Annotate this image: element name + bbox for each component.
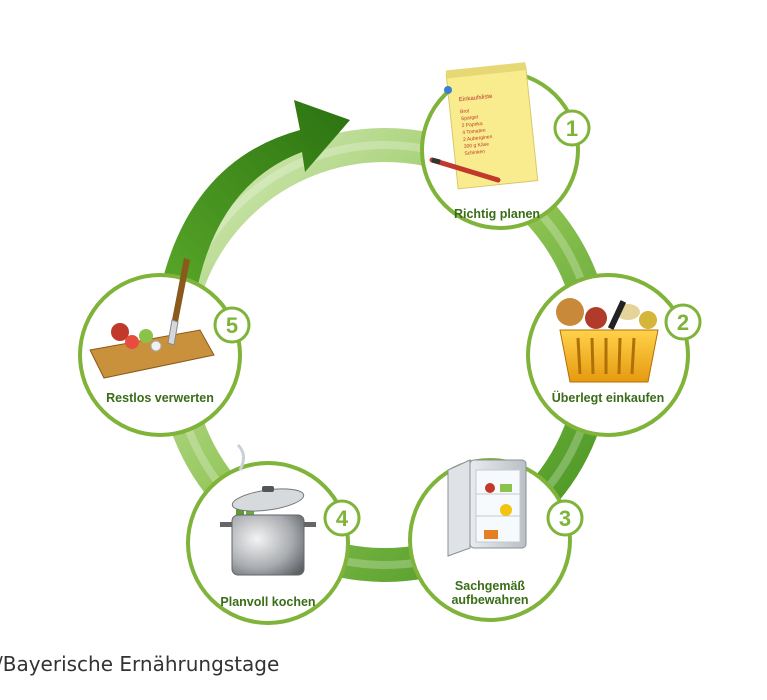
shopping-list-item: 2 Auberginen	[463, 134, 493, 143]
step-1-number: 1	[566, 116, 578, 141]
step-2-number: 2	[677, 310, 689, 335]
shopping-list-item: 2 Paprika	[461, 121, 483, 129]
step-2-label: Überlegt einkaufen	[552, 390, 665, 405]
knife-icon	[167, 258, 190, 346]
step-5-number: 5	[226, 313, 238, 338]
cooking-pot-icon	[220, 443, 316, 576]
fridge-icon	[447, 459, 527, 557]
shopping-list-item: 4 Tomaten	[462, 128, 486, 136]
shopping-basket-icon	[556, 298, 659, 383]
image-credit-caption: /Bayerische Ernährungstage	[0, 652, 280, 676]
shopping-list-item: Schinken	[464, 149, 485, 157]
svg-text:Einkaufsliste: Einkaufsliste	[459, 94, 494, 104]
step-2: 2 Überlegt einkaufen	[526, 273, 702, 437]
step-5: 5 Restlos verwerten	[78, 258, 251, 437]
step-5-label: Restlos verwerten	[106, 391, 214, 405]
shopping-list-item: Spargel	[461, 114, 479, 122]
step-3-number: 3	[559, 506, 571, 531]
pencil-icon	[429, 157, 501, 183]
step-4-number: 4	[336, 506, 349, 531]
cycle-arrow	[160, 100, 350, 300]
step-4-label: Planvoll kochen	[220, 595, 315, 609]
shopping-list-item: 300 g Käse	[464, 141, 490, 150]
shopping-list-item: Brot	[460, 108, 470, 115]
cutting-board-icon	[89, 258, 215, 379]
step-1-label: Richtig planen	[454, 207, 540, 221]
step-4: 4 Planvoll kochen	[186, 443, 361, 625]
